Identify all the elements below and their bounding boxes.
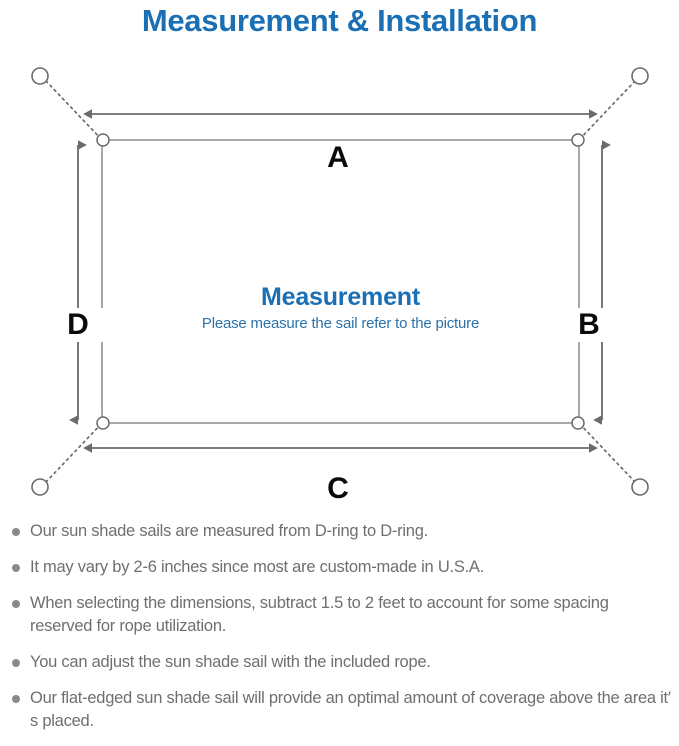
page-title: Measurement & Installation [141, 3, 538, 38]
rope-line-bottom-left [45, 420, 105, 483]
list-item: You can adjust the sun shade sail with t… [0, 651, 679, 674]
anchor-point-top-left [31, 67, 49, 85]
anchor-point-bottom-right [631, 478, 649, 496]
list-item: Our sun shade sails are measured from D-… [0, 520, 679, 543]
list-item: It may vary by 2-6 inches since most are… [0, 556, 679, 579]
note-text: Our sun shade sails are measured from D-… [30, 522, 428, 540]
sail-panel [101, 139, 580, 424]
anchor-point-top-right [631, 67, 649, 85]
d-ring-top-left [96, 133, 110, 147]
dimension-label-a: A [308, 141, 368, 175]
list-item: When selecting the dimensions, subtract … [0, 592, 679, 638]
bullet-icon [12, 659, 20, 667]
note-text: It may vary by 2-6 inches since most are… [30, 558, 485, 576]
note-text: When selecting the dimensions, subtract … [30, 594, 609, 635]
d-ring-bottom-left [96, 416, 110, 430]
diagram-svg [31, 67, 649, 496]
d-ring-bottom-right [571, 416, 585, 430]
anchor-point-bottom-left [31, 478, 49, 496]
note-text: Our flat-edged sun shade sail will provi… [30, 689, 671, 730]
sun-shade-sail-measurement-diagram: Measurement Please measure the sail refe… [0, 44, 679, 514]
bullet-icon [12, 600, 20, 608]
note-text: You can adjust the sun shade sail with t… [30, 653, 431, 671]
list-item: Our flat-edged sun shade sail will provi… [0, 687, 679, 733]
rope-line-bottom-right [576, 420, 636, 483]
dimension-label-c: C [308, 472, 368, 506]
notes-list: Our sun shade sails are measured from D-… [0, 520, 679, 746]
dimension-label-d: D [52, 308, 104, 342]
bullet-icon [12, 528, 20, 536]
dimension-label-b: B [563, 308, 615, 342]
d-ring-top-right [571, 133, 585, 147]
bullet-icon [12, 564, 20, 572]
bullet-icon [12, 695, 20, 703]
rope-line-top-right [576, 80, 636, 143]
rope-line-top-left [45, 80, 105, 143]
